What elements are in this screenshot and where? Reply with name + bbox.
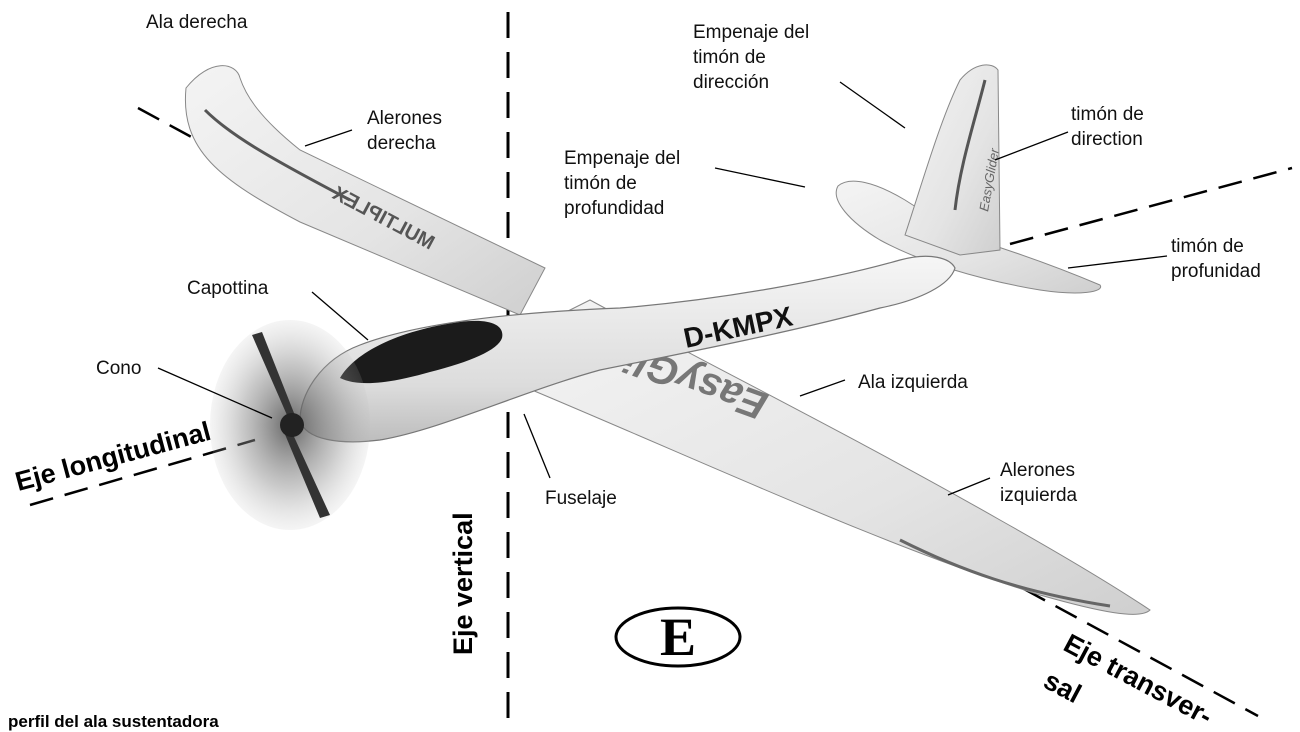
label-empenaje-profundidad-line2: timón de [564,173,637,194]
label-alerones-derecha-line1: Alerones [367,108,442,129]
label-ala-izquierda: Ala izquierda [858,372,968,393]
footer-caption: perfil del ala sustentadora [8,712,219,731]
axis-label-vertical: Eje vertical [448,512,478,655]
right-aileron [203,108,351,202]
label-empenaje-direccion-line1: Empenaje del [693,22,810,43]
label-alerones-izquierda: Alerones izquierda [1000,458,1077,508]
label-cono: Cono [96,358,142,379]
label-timon-profunidad-line1: timón de [1171,236,1244,257]
label-empenaje-profundidad: Empenaje del timón de profundidad [564,146,680,221]
horizontal-stabilizer [835,180,1102,294]
longitudinal-axis-line [137,106,1259,718]
label-alerones-izquierda-line1: Alerones [1000,460,1075,481]
label-alerones-derecha: Alerones derecha [367,106,442,156]
label-empenaje-direccion-line2: timón de [693,47,766,68]
label-alerones-izquierda-line2: izquierda [1000,485,1078,506]
leader-lines [157,81,1168,496]
label-timon-direction-line2: direction [1071,129,1143,150]
fuselage [299,255,956,443]
propeller-blade-lower [284,428,330,518]
language-badge-oval [614,606,742,668]
spinner-cone [280,413,304,437]
label-capottina: Capottina [187,278,269,299]
label-empenaje-profundidad-line1: Empenaje del [564,148,681,169]
propeller-blade-upper [252,332,296,422]
label-alerones-derecha-line2: derecha [367,133,436,154]
transverse-axis-line [1009,166,1293,246]
label-empenaje-direccion-line3: dirección [693,72,770,93]
language-badge: E [612,604,744,670]
label-timon-direction: timón de direction [1071,102,1144,152]
label-fuselaje: Fuselaje [545,488,617,509]
label-empenaje-direccion: Empenaje del timón de dirección [693,20,809,95]
canopy [340,320,503,384]
label-ala-derecha: Ala derecha [146,12,248,33]
left-wing [519,299,1151,615]
language-badge-letter: E [659,607,697,667]
rudder-stripe [953,79,987,211]
label-timon-direction-line1: timón de [1071,104,1144,125]
right-wing [184,65,546,316]
left-aileron [899,538,1111,608]
label-timon-profunidad-line2: profunidad [1171,261,1261,282]
label-empenaje-profundidad-line3: profundidad [564,198,665,219]
label-timon-profunidad: timón de profunidad [1171,234,1261,284]
